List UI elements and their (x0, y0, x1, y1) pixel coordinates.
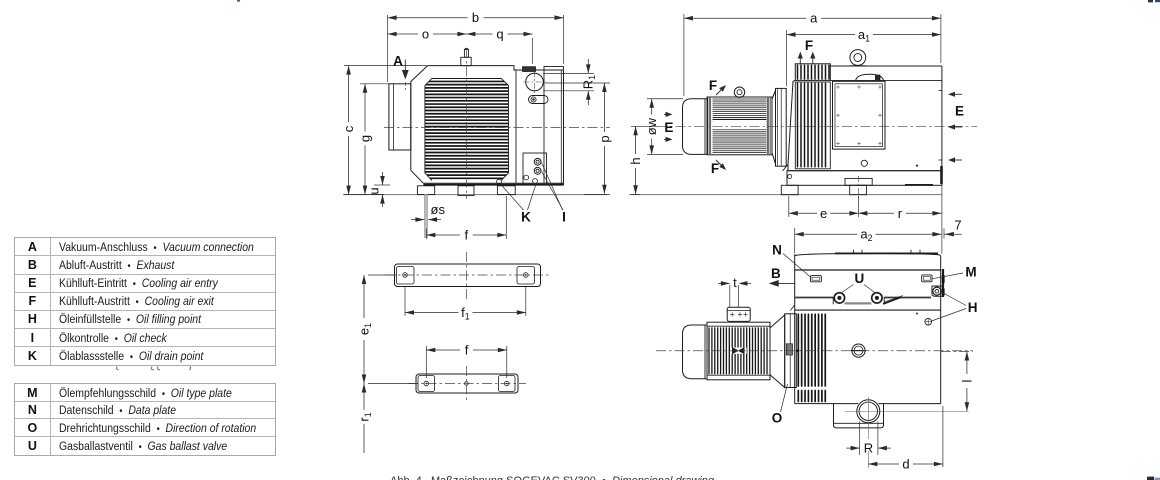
svg-text:E: E (664, 120, 673, 135)
svg-text:p: p (597, 135, 612, 142)
svg-text:c: c (341, 125, 356, 132)
svg-text:a2: a2 (860, 227, 872, 244)
svg-text:e: e (820, 206, 827, 221)
svg-text:F: F (711, 161, 719, 176)
svg-text:b: b (472, 10, 479, 25)
svg-text:o: o (422, 27, 429, 42)
svg-text:F: F (709, 78, 717, 93)
svg-text:R1: R1 (581, 75, 598, 89)
svg-text:N: N (772, 243, 782, 258)
svg-text:R: R (864, 441, 873, 456)
svg-text:q: q (496, 27, 503, 42)
svg-text:K: K (521, 210, 531, 225)
svg-text:a1: a1 (858, 27, 870, 44)
svg-text:B: B (771, 266, 781, 281)
svg-text:H: H (968, 300, 978, 315)
svg-text:u: u (367, 187, 382, 194)
svg-text:r1: r1 (357, 412, 374, 421)
svg-text:a: a (810, 11, 818, 26)
svg-text:E: E (955, 104, 964, 119)
svg-text:7: 7 (954, 218, 961, 233)
svg-text:f: f (465, 343, 469, 358)
svg-text:r: r (898, 206, 903, 221)
svg-text:F: F (805, 38, 813, 53)
svg-text:O: O (772, 410, 783, 425)
svg-text:I: I (562, 210, 566, 225)
svg-text:U: U (855, 271, 865, 286)
svg-text:M: M (965, 265, 976, 280)
svg-text:h: h (628, 157, 643, 164)
svg-text:f1: f1 (461, 305, 470, 322)
svg-text:A: A (393, 54, 403, 69)
svg-text:t: t (733, 275, 737, 290)
svg-text:f: f (464, 228, 468, 243)
svg-text:øs: øs (431, 202, 446, 217)
svg-text:l: l (959, 379, 974, 382)
svg-text:d: d (902, 457, 909, 472)
svg-text:e1: e1 (357, 323, 374, 335)
svg-text:g: g (358, 135, 373, 142)
